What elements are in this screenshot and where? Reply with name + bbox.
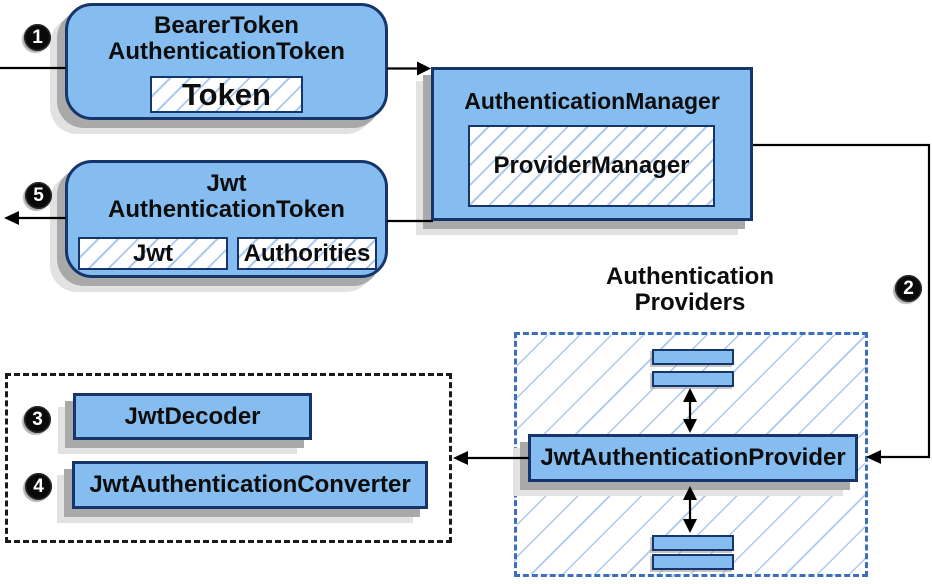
jwt-token-title-line1: Jwt bbox=[206, 170, 247, 197]
providers-caption-line1: Authentication bbox=[606, 263, 774, 290]
bearer-to-manager-arrow bbox=[387, 61, 431, 76]
provider-stack-bar-3 bbox=[652, 535, 734, 551]
bearer-token-title-line1: BearerToken bbox=[154, 12, 299, 39]
bearer-token-node: BearerToken AuthenticationToken Token bbox=[65, 3, 388, 120]
jwt-decoder-label: JwtDecoder bbox=[124, 402, 261, 430]
step-3-badge: 3 bbox=[24, 406, 51, 433]
jwt-authentication-converter-node: JwtAuthenticationConverter bbox=[72, 461, 428, 509]
token-box: Token bbox=[150, 76, 303, 113]
provider-stack-bar-2 bbox=[652, 371, 734, 387]
jwt-authentication-converter-label: JwtAuthenticationConverter bbox=[89, 471, 411, 498]
jwt-resolvers-group: JwtDecoder JwtAuthenticationConverter bbox=[5, 373, 452, 543]
authorities-box: Authorities bbox=[237, 237, 377, 270]
jwt-authentication-token-node: Jwt AuthenticationToken Jwt Authorities bbox=[65, 160, 388, 278]
jwt-authentication-provider-node: JwtAuthenticationProvider bbox=[528, 434, 858, 482]
jwt-box: Jwt bbox=[78, 237, 228, 270]
provider-manager-box: ProviderManager bbox=[468, 125, 715, 207]
authentication-providers-group: JwtAuthenticationProvider bbox=[514, 332, 868, 577]
step-3-label: 3 bbox=[32, 408, 43, 430]
token-label: Token bbox=[182, 76, 271, 112]
providers-caption: Authentication Providers bbox=[558, 264, 822, 316]
jwt-label: Jwt bbox=[132, 239, 173, 267]
jwt-decoder-node: JwtDecoder bbox=[73, 393, 312, 440]
step-4-label: 4 bbox=[33, 475, 44, 497]
jwt-token-title-line2: AuthenticationToken bbox=[108, 196, 345, 223]
jwt-authentication-provider-label: JwtAuthenticationProvider bbox=[540, 444, 846, 471]
step-4-badge: 4 bbox=[25, 473, 52, 500]
step-1-badge: 1 bbox=[24, 24, 51, 51]
step-5-label: 5 bbox=[33, 184, 44, 206]
bearer-token-title-line2: AuthenticationToken bbox=[108, 38, 345, 65]
step-2-badge: 2 bbox=[895, 275, 922, 302]
authentication-manager-node: AuthenticationManager ProviderManager bbox=[431, 67, 753, 221]
provider-stack-bar-4 bbox=[652, 554, 734, 570]
providers-caption-line2: Providers bbox=[634, 289, 746, 316]
provider-manager-label: ProviderManager bbox=[493, 152, 690, 179]
provider-stack-bar-1 bbox=[652, 349, 734, 365]
jwt-outgoing-arrow bbox=[4, 211, 66, 225]
step-5-badge: 5 bbox=[25, 182, 52, 209]
authentication-manager-title: AuthenticationManager bbox=[464, 88, 720, 114]
step-2-label: 2 bbox=[903, 277, 914, 299]
authorities-label: Authorities bbox=[243, 239, 371, 267]
step-1-label: 1 bbox=[32, 26, 43, 48]
